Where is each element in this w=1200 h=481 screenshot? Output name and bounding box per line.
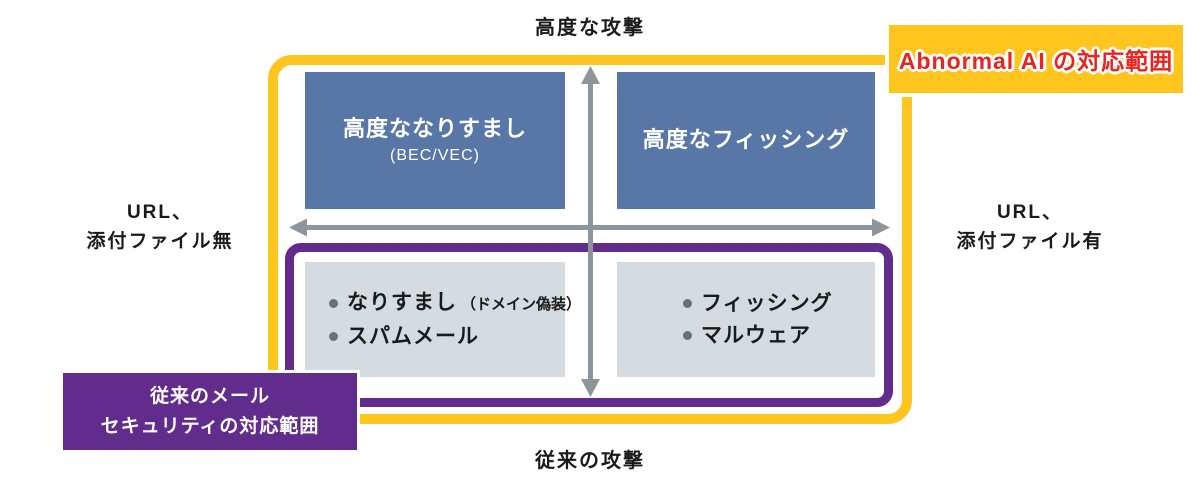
quadrant-subtitle: (BEC/VEC) <box>390 146 480 164</box>
list-item: スパムメール <box>329 321 479 353</box>
axis-label-left-line1: URL、 <box>126 202 194 223</box>
axis-label-left: URL、 添付ファイル無 <box>86 198 233 257</box>
list-item-label: マルウェア <box>701 323 811 347</box>
quadrant-title: 高度なフィッシング <box>642 127 850 153</box>
list-item: マルウェア <box>683 320 811 352</box>
bullet-icon <box>683 331 692 340</box>
list-item-note: （ドメイン偽装） <box>461 295 582 313</box>
bullet-icon <box>329 332 338 341</box>
quadrant-advanced-impersonation: 高度ななりすまし (BEC/VEC) <box>305 72 565 209</box>
quadrant-legacy-phishing-malware: フィッシング マルウェア <box>617 262 875 377</box>
axis-label-left-line2: 添付ファイル無 <box>86 231 234 253</box>
list-item-label: スパムメール <box>347 324 479 348</box>
legacy-security-coverage-callout: 従来のメール セキュリティの対応範囲 <box>60 370 360 453</box>
abnormal-ai-coverage-label: Abnormal AI の対応範囲 <box>898 48 1174 74</box>
list-item: なりすまし （ドメイン偽装） <box>329 287 581 321</box>
axis-label-right-line1: URL、 <box>996 202 1064 223</box>
abnormal-ai-coverage-callout: Abnormal AI の対応範囲 <box>885 21 1187 97</box>
legacy-coverage-label-line1: 従来のメール <box>149 386 270 408</box>
list-item: フィッシング <box>683 288 833 320</box>
quadrant-legacy-impersonation-spam: なりすまし （ドメイン偽装） スパムメール <box>305 262 581 377</box>
quadrant-advanced-phishing: 高度なフィッシング <box>617 72 875 209</box>
list-item-label: フィッシング <box>701 291 833 315</box>
bullet-icon <box>329 299 338 308</box>
quadrant-title: 高度ななりすまし <box>342 116 527 142</box>
legacy-coverage-label-line2: セキュリティの対応範囲 <box>100 415 320 437</box>
abnormal-coverage-frame <box>268 55 912 424</box>
axis-label-top: 高度な攻撃 <box>535 17 645 39</box>
bullet-icon <box>683 299 692 308</box>
axis-label-right: URL、 添付ファイル有 <box>956 198 1103 257</box>
list-item-label: なりすまし <box>347 290 457 314</box>
axis-label-right-line2: 添付ファイル有 <box>956 231 1104 253</box>
axis-label-bottom: 従来の攻撃 <box>535 450 645 472</box>
